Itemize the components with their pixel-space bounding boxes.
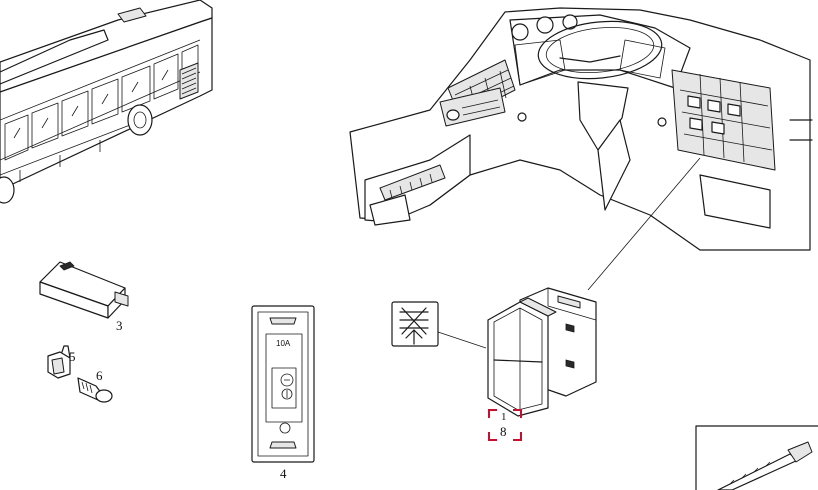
part-3-module xyxy=(39,261,129,319)
leader-line-symbol xyxy=(437,331,487,349)
callout-1: 1 xyxy=(501,411,507,423)
center-switch-cluster xyxy=(671,69,776,171)
bus-windows xyxy=(4,44,199,161)
fuse-rating-label: 10A xyxy=(276,339,291,348)
callout-8: 8 xyxy=(500,424,507,439)
selection-marker xyxy=(488,409,522,441)
callout-6: 6 xyxy=(96,368,103,383)
switch-symbol-icon xyxy=(391,301,439,347)
callout-3: 3 xyxy=(116,318,123,333)
part-1-rocker-switch xyxy=(487,287,597,417)
inset-cable-tie xyxy=(695,425,818,490)
part-6-screw xyxy=(77,377,113,403)
steering-wheel xyxy=(537,20,663,80)
callout-4: 4 xyxy=(280,466,287,481)
part-4-fuse-holder: 10A xyxy=(251,305,315,463)
part-5-clip xyxy=(47,345,71,379)
leader-line-dashboard xyxy=(587,157,701,291)
dashboard-illustration xyxy=(349,7,813,251)
callout-5: 5 xyxy=(69,349,76,364)
bus-illustration xyxy=(0,0,213,204)
bus-wheels xyxy=(0,104,153,204)
